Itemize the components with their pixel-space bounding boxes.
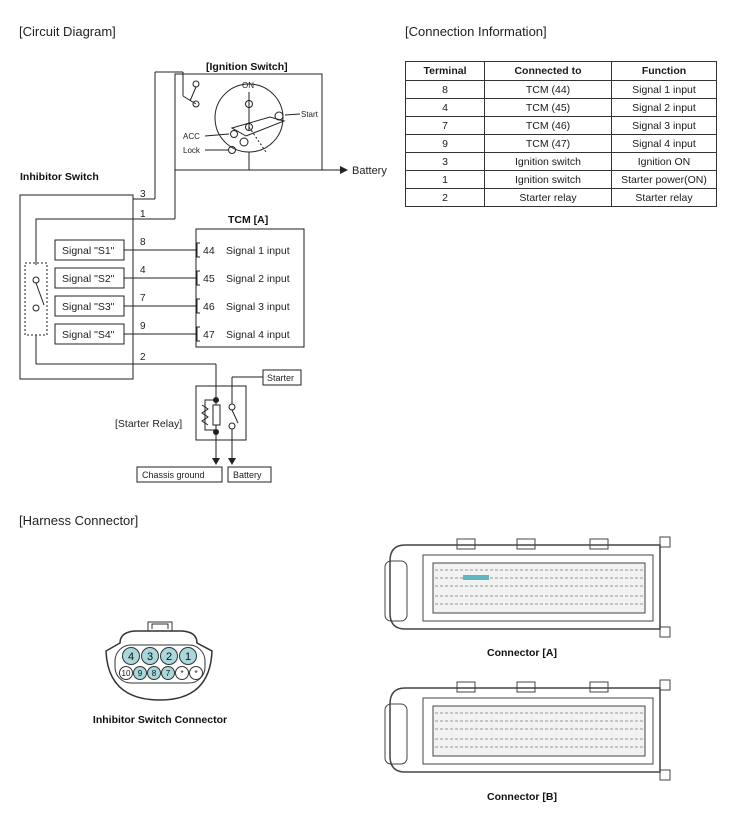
table-header: Connected to [484, 61, 612, 81]
circuit-diagram-title: [Circuit Diagram] [19, 24, 116, 39]
table-header: Function [611, 61, 717, 81]
tcm-title: TCM [A] [228, 214, 268, 226]
signal-s4-label: Signal "S4" [62, 329, 115, 341]
table-cell: Signal 2 input [611, 98, 717, 117]
tcm-pin-46: 46 [203, 301, 215, 313]
terminal-2-label: 2 [140, 352, 146, 363]
tcm-signal-4-input: Signal 4 input [226, 329, 290, 341]
signal-s3-label: Signal "S3" [62, 301, 115, 313]
signal-s2-label: Signal "S2" [62, 273, 115, 285]
table-cell: TCM (46) [484, 116, 612, 135]
battery-arrow-label: Battery [352, 165, 387, 177]
harness-connector-title: [Harness Connector] [19, 513, 139, 528]
tcm-box [195, 228, 305, 348]
chassis-ground-label: Chassis ground [142, 470, 205, 480]
table-cell: Starter relay [484, 188, 612, 207]
acc-label: ACC [183, 132, 200, 141]
table-cell: Ignition ON [611, 152, 717, 171]
tcm-pin-45: 45 [203, 273, 215, 285]
starter-relay-label: [Starter Relay] [115, 418, 182, 430]
terminal-4-label: 4 [140, 265, 146, 276]
table-cell: Signal 4 input [611, 134, 717, 153]
starter-relay-box [195, 385, 247, 441]
tcm-pin-47: 47 [203, 329, 215, 341]
tcm-pin-44: 44 [203, 245, 215, 257]
table-cell: TCM (45) [484, 98, 612, 117]
table-cell: Starter relay [611, 188, 717, 207]
inhibitor-switch-box [19, 194, 134, 380]
battery-box-label: Battery [233, 470, 262, 480]
terminal-3-label: 3 [140, 189, 146, 200]
ignition-switch-title: [Ignition Switch] [206, 61, 288, 73]
tcm-signal-1-input: Signal 1 input [226, 245, 290, 257]
table-cell: Starter power(ON) [611, 170, 717, 189]
tcm-signal-3-input: Signal 3 input [226, 301, 290, 313]
lock-label: Lock [183, 146, 201, 155]
terminal-8-label: 8 [140, 237, 146, 248]
table-cell: Signal 3 input [611, 116, 717, 135]
start-label: Start [301, 110, 319, 119]
starter-label: Starter [267, 373, 294, 383]
inhibitor-switch-label: Inhibitor Switch [20, 171, 99, 183]
tcm-signal-2-input: Signal 2 input [226, 273, 290, 285]
table-cell: Signal 1 input [611, 80, 717, 99]
signal-s1-label: Signal "S1" [62, 245, 115, 257]
on-label: ON [242, 81, 254, 90]
terminal-7-label: 7 [140, 293, 146, 304]
terminal-1-label: 1 [140, 209, 146, 220]
terminal-9-label: 9 [140, 321, 146, 332]
connection-information-title: [Connection Information] [405, 24, 547, 39]
